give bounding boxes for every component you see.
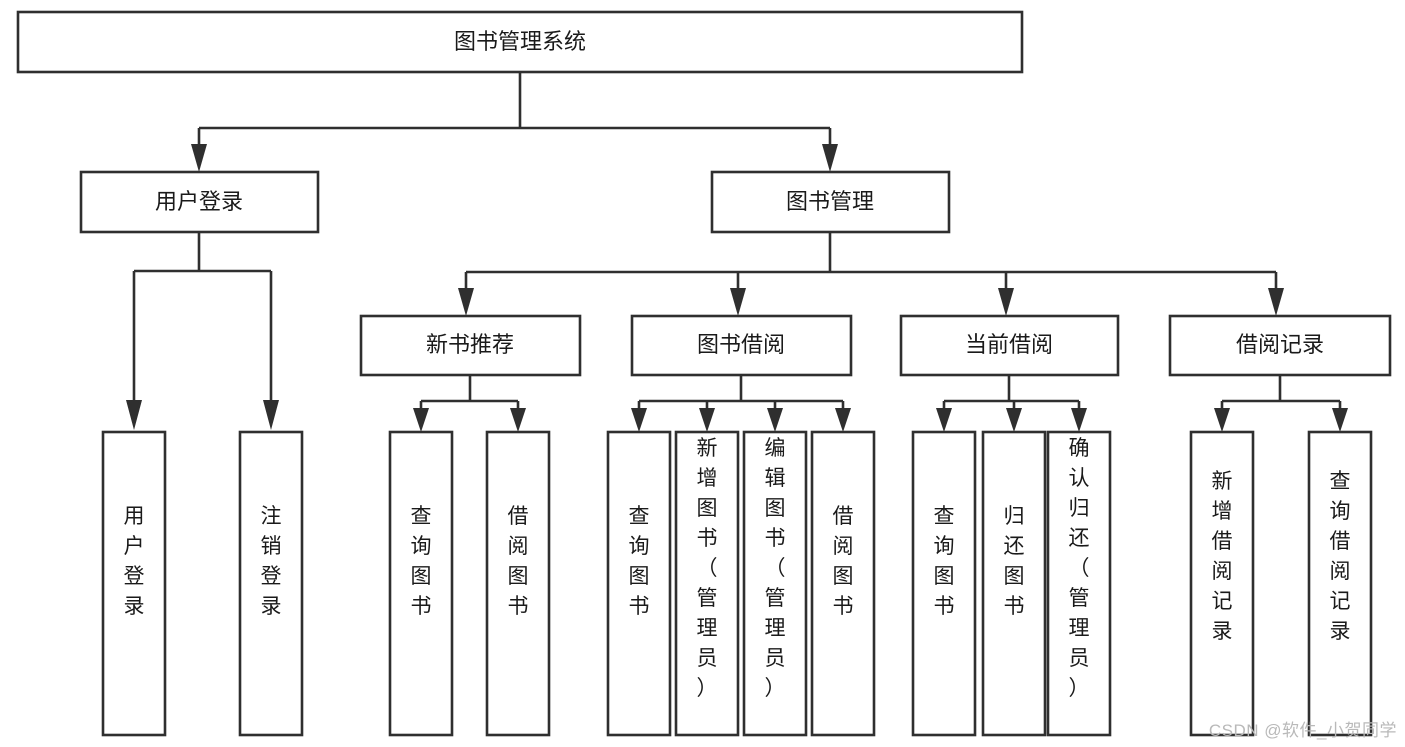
arrowhead-confirm-return — [1071, 408, 1087, 432]
node-leaf-add-record-box[interactable] — [1189, 430, 1255, 737]
arrowhead-query-book-1 — [413, 408, 429, 432]
node-root[interactable]: 图书管理系统 — [16, 10, 1024, 74]
node-leaf-confirm-return-label: 确认归还（管理员） — [1069, 437, 1090, 700]
node-leaf-logout-label: 注销登录 — [261, 505, 282, 618]
node-book-manage-label: 图书管理 — [786, 189, 874, 214]
arrowhead-query-book-2 — [631, 408, 647, 432]
arrowhead-book-manage — [822, 144, 838, 172]
node-leaf-query-book-1[interactable]: 查询图书 — [388, 430, 454, 737]
connector-group — [126, 72, 1348, 432]
node-current-borrow-box[interactable] — [899, 314, 1120, 377]
node-book-manage-box[interactable] — [710, 170, 951, 234]
node-leaf-edit-book-box[interactable] — [742, 430, 808, 737]
node-current-borrow-label: 当前借阅 — [965, 332, 1053, 357]
arrowhead-leaf-logout — [263, 400, 279, 430]
node-leaf-query-record[interactable]: 查询借阅记录 — [1307, 430, 1373, 737]
arrowhead-book-borrow — [730, 288, 746, 316]
node-leaf-query-record-box[interactable] — [1307, 430, 1373, 737]
node-leaf-query-book-1-label: 查询图书 — [411, 505, 432, 618]
arrowhead-add-record — [1214, 408, 1230, 432]
node-leaf-logout-box[interactable] — [238, 430, 304, 737]
node-user-login[interactable]: 用户登录 — [79, 170, 320, 234]
arrowhead-edit-book — [767, 408, 783, 432]
node-book-manage[interactable]: 图书管理 — [710, 170, 951, 234]
arrowhead-borrow-book-1 — [510, 408, 526, 432]
node-leaf-borrow-book-2-label: 借阅图书 — [833, 505, 854, 618]
node-leaf-query-record-label: 查询借阅记录 — [1330, 470, 1351, 643]
arrowhead-query-record — [1332, 408, 1348, 432]
node-leaf-return-book-box[interactable] — [981, 430, 1047, 737]
node-root-label: 图书管理系统 — [454, 29, 586, 54]
node-leaf-add-record[interactable]: 新增借阅记录 — [1189, 430, 1255, 737]
arrowhead-leaf-user-login — [126, 400, 142, 430]
node-leaf-borrow-book-1-box[interactable] — [485, 430, 551, 737]
arrowhead-query-book-3 — [936, 408, 952, 432]
node-leaf-borrow-book-1-label: 借阅图书 — [508, 505, 529, 618]
node-leaf-query-book-2-label: 查询图书 — [629, 505, 650, 618]
node-leaf-query-book-2[interactable]: 查询图书 — [606, 430, 672, 737]
node-current-borrow[interactable]: 当前借阅 — [899, 314, 1120, 377]
node-leaf-query-book-3-label: 查询图书 — [934, 505, 955, 618]
node-leaf-query-book-3-box[interactable] — [911, 430, 977, 737]
arrowhead-user-login — [191, 144, 207, 172]
node-book-borrow-box[interactable] — [630, 314, 853, 377]
node-user-login-box[interactable] — [79, 170, 320, 234]
node-book-borrow-label: 图书借阅 — [697, 332, 785, 357]
node-leaf-query-book-2-box[interactable] — [606, 430, 672, 737]
node-leaf-user-login-label: 用户登录 — [124, 505, 145, 618]
node-leaf-add-book[interactable]: 新增图书（管理员） — [674, 430, 740, 737]
node-leaf-confirm-return[interactable]: 确认归还（管理员） — [1046, 430, 1112, 737]
node-leaf-add-book-box[interactable] — [674, 430, 740, 737]
node-leaf-borrow-book-2-box[interactable] — [810, 430, 876, 737]
arrowhead-current-borrow — [998, 288, 1014, 316]
node-book-borrow[interactable]: 图书借阅 — [630, 314, 853, 377]
node-borrow-record[interactable]: 借阅记录 — [1168, 314, 1392, 377]
node-root-box[interactable] — [16, 10, 1024, 74]
arrowhead-borrow-book-2 — [835, 408, 851, 432]
node-leaf-logout[interactable]: 注销登录 — [238, 430, 304, 737]
node-leaf-return-book-label: 归还图书 — [1004, 505, 1025, 618]
node-leaf-query-book-1-box[interactable] — [388, 430, 454, 737]
node-leaf-confirm-return-box[interactable] — [1046, 430, 1112, 737]
node-new-book-recommend[interactable]: 新书推荐 — [359, 314, 582, 377]
node-leaf-borrow-book-1[interactable]: 借阅图书 — [485, 430, 551, 737]
node-leaf-add-record-label: 新增借阅记录 — [1212, 470, 1233, 643]
arrowhead-return-book — [1006, 408, 1022, 432]
node-leaf-add-book-label: 新增图书（管理员） — [697, 437, 718, 700]
node-borrow-record-label: 借阅记录 — [1236, 332, 1324, 357]
node-leaf-edit-book-label: 编辑图书（管理员） — [765, 437, 786, 700]
node-leaf-user-login-box[interactable] — [101, 430, 167, 737]
node-new-book-recommend-box[interactable] — [359, 314, 582, 377]
arrowhead-add-book — [699, 408, 715, 432]
node-leaf-return-book[interactable]: 归还图书 — [981, 430, 1047, 737]
node-leaf-edit-book[interactable]: 编辑图书（管理员） — [742, 430, 808, 737]
node-user-login-label: 用户登录 — [155, 189, 243, 214]
arrowhead-new-book — [458, 288, 474, 316]
node-borrow-record-box[interactable] — [1168, 314, 1392, 377]
node-leaf-user-login[interactable]: 用户登录 — [101, 430, 167, 737]
node-leaf-borrow-book-2[interactable]: 借阅图书 — [810, 430, 876, 737]
arrowhead-borrow-record — [1268, 288, 1284, 316]
node-leaf-query-book-3[interactable]: 查询图书 — [911, 430, 977, 737]
node-new-book-recommend-label: 新书推荐 — [426, 332, 514, 357]
